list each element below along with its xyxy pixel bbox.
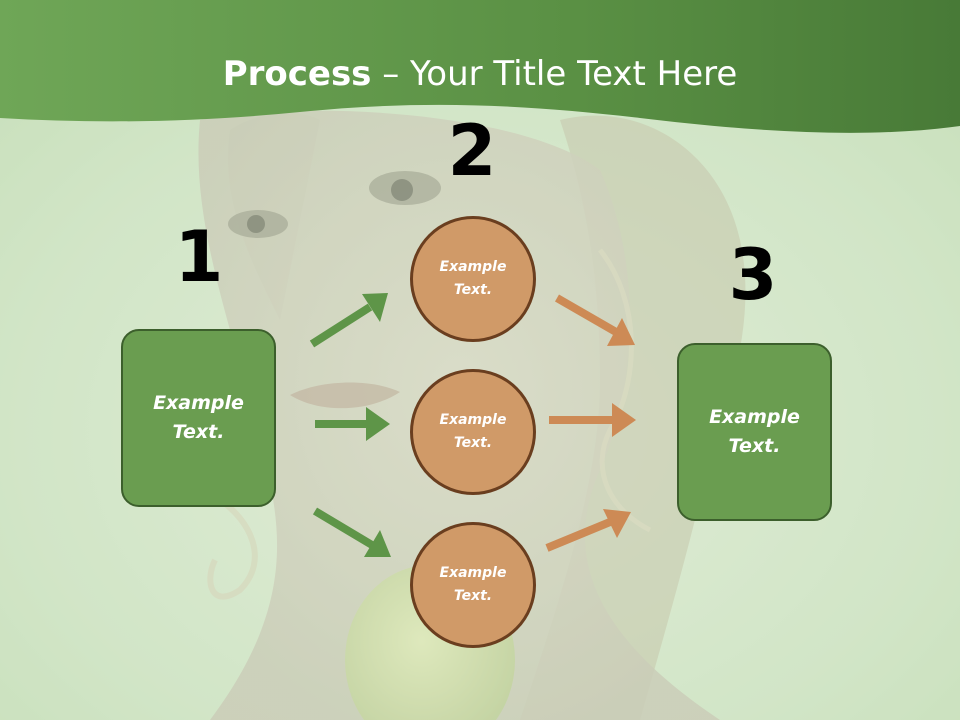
- title-bold: Process: [222, 54, 372, 94]
- title-rest: – Your Title Text Here: [371, 54, 738, 94]
- step-number-3: 3: [728, 234, 778, 316]
- step-1-text: Example Text.: [153, 392, 244, 443]
- step-2-circle-top-text: Example Text.: [439, 259, 507, 298]
- step-2-circle-middle[interactable]: Example Text.: [410, 369, 536, 495]
- step-2-circle-middle-text: Example Text.: [439, 412, 507, 451]
- step-3-box[interactable]: Example Text.: [677, 343, 832, 521]
- step-2-circle-top[interactable]: Example Text.: [410, 216, 536, 342]
- step-1-box[interactable]: Example Text.: [121, 329, 276, 507]
- step-number-1: 1: [174, 216, 224, 298]
- step-2-circle-bottom[interactable]: Example Text.: [410, 522, 536, 648]
- step-3-text: Example Text.: [709, 406, 800, 457]
- slide-title: Process – Your Title Text Here: [0, 52, 960, 96]
- step-2-circle-bottom-text: Example Text.: [439, 565, 507, 604]
- step-number-2: 2: [447, 110, 497, 192]
